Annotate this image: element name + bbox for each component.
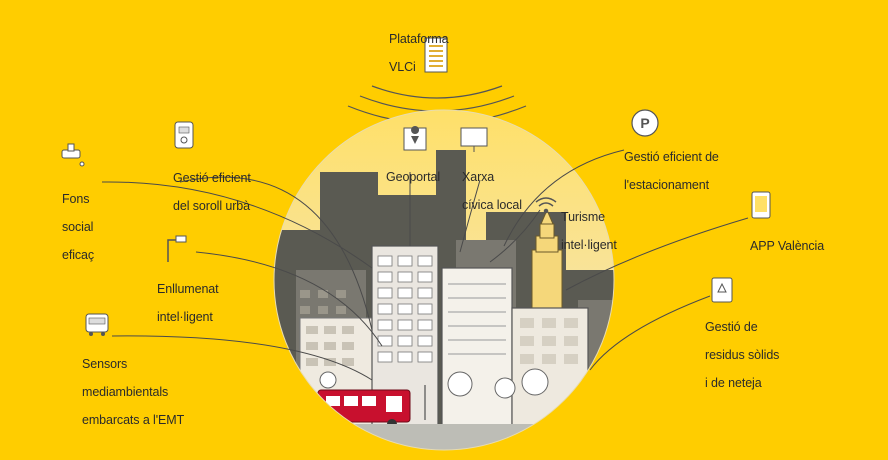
platform-label: Plataforma VLCi — [389, 18, 449, 88]
estacionament-line2: l'estacionament — [624, 178, 709, 192]
enllumenat-label: Enllumenat intel·ligent — [157, 268, 219, 338]
turisme-label: Turisme intel·ligent — [561, 196, 617, 266]
sensors-line1: Sensors — [82, 357, 128, 371]
soroll-label: Gestió eficient del soroll urbà — [173, 157, 251, 227]
residus-label: Gestió de residus sòlids i de neteja — [705, 306, 779, 404]
residus-line1: Gestió de — [705, 320, 758, 334]
fons-social-line3: eficaç — [62, 248, 95, 262]
app-line1: APP València — [750, 239, 825, 253]
soroll-line2: del soroll urbà — [173, 199, 251, 213]
water-tap-icon — [61, 143, 85, 167]
sensors-line2: mediambientals — [82, 385, 169, 399]
bus-icon — [85, 313, 109, 336]
enllumenat-line2: intel·ligent — [157, 310, 213, 324]
estacionament-line1: Gestió eficient de — [624, 150, 719, 164]
streetlight-icon — [167, 235, 187, 262]
geoportal-line1: Geoportal — [386, 170, 440, 184]
server-icon — [424, 37, 448, 73]
parking-icon: P — [631, 109, 659, 137]
geoportal-label: Geoportal — [386, 156, 440, 198]
fons-social-line1: Fons — [62, 192, 90, 206]
residus-line3: i de neteja — [705, 376, 762, 390]
xarxa-line1: Xarxa — [462, 170, 495, 184]
connector-lines — [101, 149, 749, 381]
recycle-bin-icon — [711, 277, 733, 303]
residus-line2: residus sòlids — [705, 348, 780, 362]
fons-social-line2: social — [62, 220, 94, 234]
xarxa-line2: cívica local — [462, 198, 522, 212]
sensors-label: Sensors mediambientals embarcats a l'EMT — [82, 343, 184, 441]
platform-label-line1: Plataforma — [389, 32, 449, 46]
svg-text:P: P — [640, 115, 649, 131]
turisme-line2: intel·ligent — [561, 238, 617, 252]
wifi-icon — [535, 197, 557, 214]
monitor-icon — [460, 127, 488, 152]
enllumenat-line1: Enllumenat — [157, 282, 219, 296]
app-label: APP València — [750, 225, 824, 267]
map-pin-icon — [403, 126, 427, 151]
platform-label-line2: VLCi — [389, 60, 416, 74]
fons-social-label: Fons social eficaç — [62, 178, 94, 276]
tablet-icon — [751, 191, 771, 219]
xarxa-label: Xarxa cívica local — [462, 156, 522, 226]
sound-meter-icon — [174, 121, 194, 149]
estacionament-label: Gestió eficient de l'estacionament — [624, 136, 719, 206]
soroll-line1: Gestió eficient — [173, 171, 251, 185]
sensors-line3: embarcats a l'EMT — [82, 413, 185, 427]
turisme-line1: Turisme — [561, 210, 605, 224]
